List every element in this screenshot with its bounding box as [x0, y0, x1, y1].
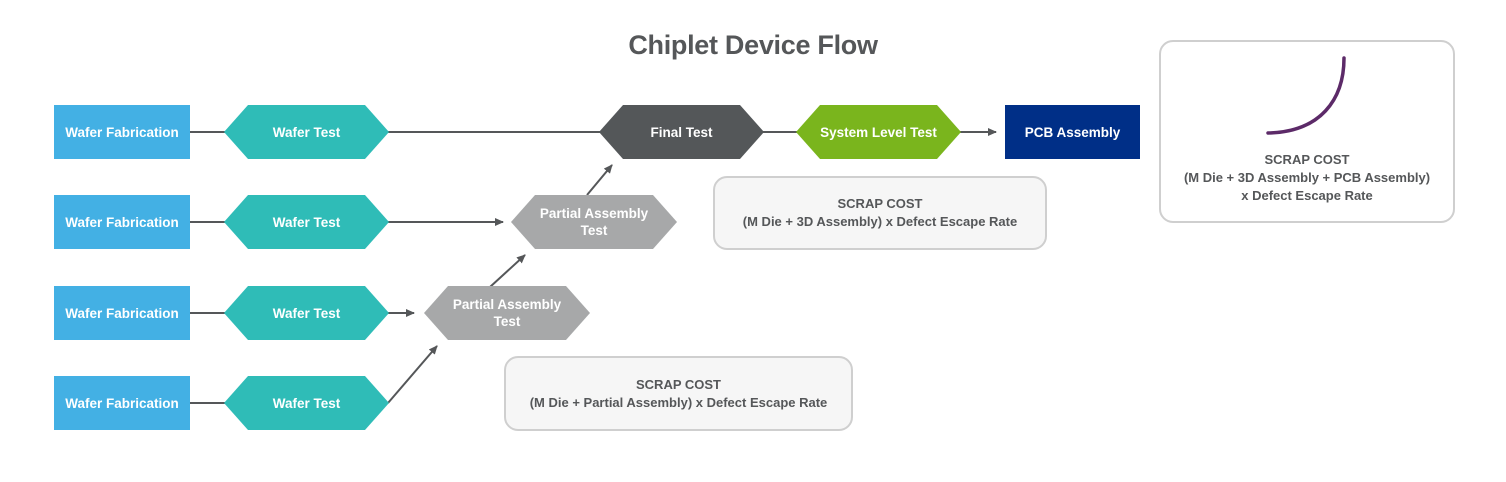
- scrap-cost-formula: (M Die + Partial Assembly) x Defect Esca…: [529, 394, 828, 410]
- arrow-row4-test-to-lower-partial: [387, 345, 438, 404]
- scrap-cost-heading: SCRAP COST: [837, 196, 923, 211]
- wafer-fabrication-node[interactable]: Wafer Fabrication: [54, 195, 190, 249]
- final-test-node[interactable]: Final Test: [599, 105, 764, 159]
- wafer-test-label: Wafer Test: [272, 305, 341, 321]
- wafer-test-label: Wafer Test: [272, 395, 341, 411]
- partial-assembly-test-label-line2: Test: [580, 223, 608, 238]
- system-level-test-node[interactable]: System Level Test: [796, 105, 961, 159]
- pcb-assembly-node[interactable]: PCB Assembly: [1005, 105, 1140, 159]
- wafer-test-node[interactable]: Wafer Test: [224, 286, 389, 340]
- scrap-cost-heading: SCRAP COST: [636, 376, 721, 392]
- wafer-test-node[interactable]: Wafer Test: [224, 105, 389, 159]
- partial-assembly-test-lower-node[interactable]: Partial Assembly Test: [424, 286, 590, 340]
- partial-assembly-test-label: Partial Assembly: [452, 297, 562, 312]
- wafer-test-node[interactable]: Wafer Test: [224, 195, 389, 249]
- scrap-cost-final-box: SCRAP COST (M Die + 3D Assembly) x Defec…: [713, 176, 1047, 250]
- wafer-fabrication-label: Wafer Fabrication: [65, 124, 179, 140]
- arrow-lower-partial-to-upper-partial: [489, 254, 526, 288]
- scrap-cost-pcb-box: SCRAP COST (M Die + 3D Assembly + PCB As…: [1159, 40, 1455, 223]
- scrap-cost-formula-line2: x Defect Escape Rate: [1241, 188, 1373, 203]
- final-test-label: Final Test: [650, 124, 713, 140]
- wafer-fabrication-node[interactable]: Wafer Fabrication: [54, 286, 190, 340]
- pcb-assembly-label: PCB Assembly: [1024, 124, 1121, 140]
- wafer-fabrication-label: Wafer Fabrication: [65, 395, 179, 411]
- cost-curve: [1266, 56, 1346, 135]
- partial-assembly-test-upper-node[interactable]: Partial Assembly Test: [511, 195, 677, 249]
- wafer-test-label: Wafer Test: [272, 214, 341, 230]
- scrap-cost-formula-line1: (M Die + 3D Assembly + PCB Assembly): [1183, 170, 1431, 185]
- scrap-cost-partial-box: SCRAP COST (M Die + Partial Assembly) x …: [504, 356, 853, 431]
- arrow-upper-partial-to-final: [586, 164, 613, 196]
- system-level-test-label: System Level Test: [820, 124, 937, 140]
- wafer-test-label: Wafer Test: [272, 124, 341, 140]
- scrap-cost-heading: SCRAP COST: [1264, 152, 1350, 167]
- wafer-fabrication-label: Wafer Fabrication: [65, 214, 179, 230]
- wafer-fabrication-node[interactable]: Wafer Fabrication: [54, 105, 190, 159]
- scrap-cost-formula: (M Die + 3D Assembly) x Defect Escape Ra…: [742, 214, 1018, 229]
- diagram-title: Chiplet Device Flow: [628, 30, 878, 60]
- partial-assembly-test-label: Partial Assembly: [539, 206, 649, 221]
- partial-assembly-test-label-line2: Test: [493, 314, 521, 329]
- wafer-test-node[interactable]: Wafer Test: [224, 376, 389, 430]
- wafer-fabrication-label: Wafer Fabrication: [65, 305, 179, 321]
- wafer-fabrication-node[interactable]: Wafer Fabrication: [54, 376, 190, 430]
